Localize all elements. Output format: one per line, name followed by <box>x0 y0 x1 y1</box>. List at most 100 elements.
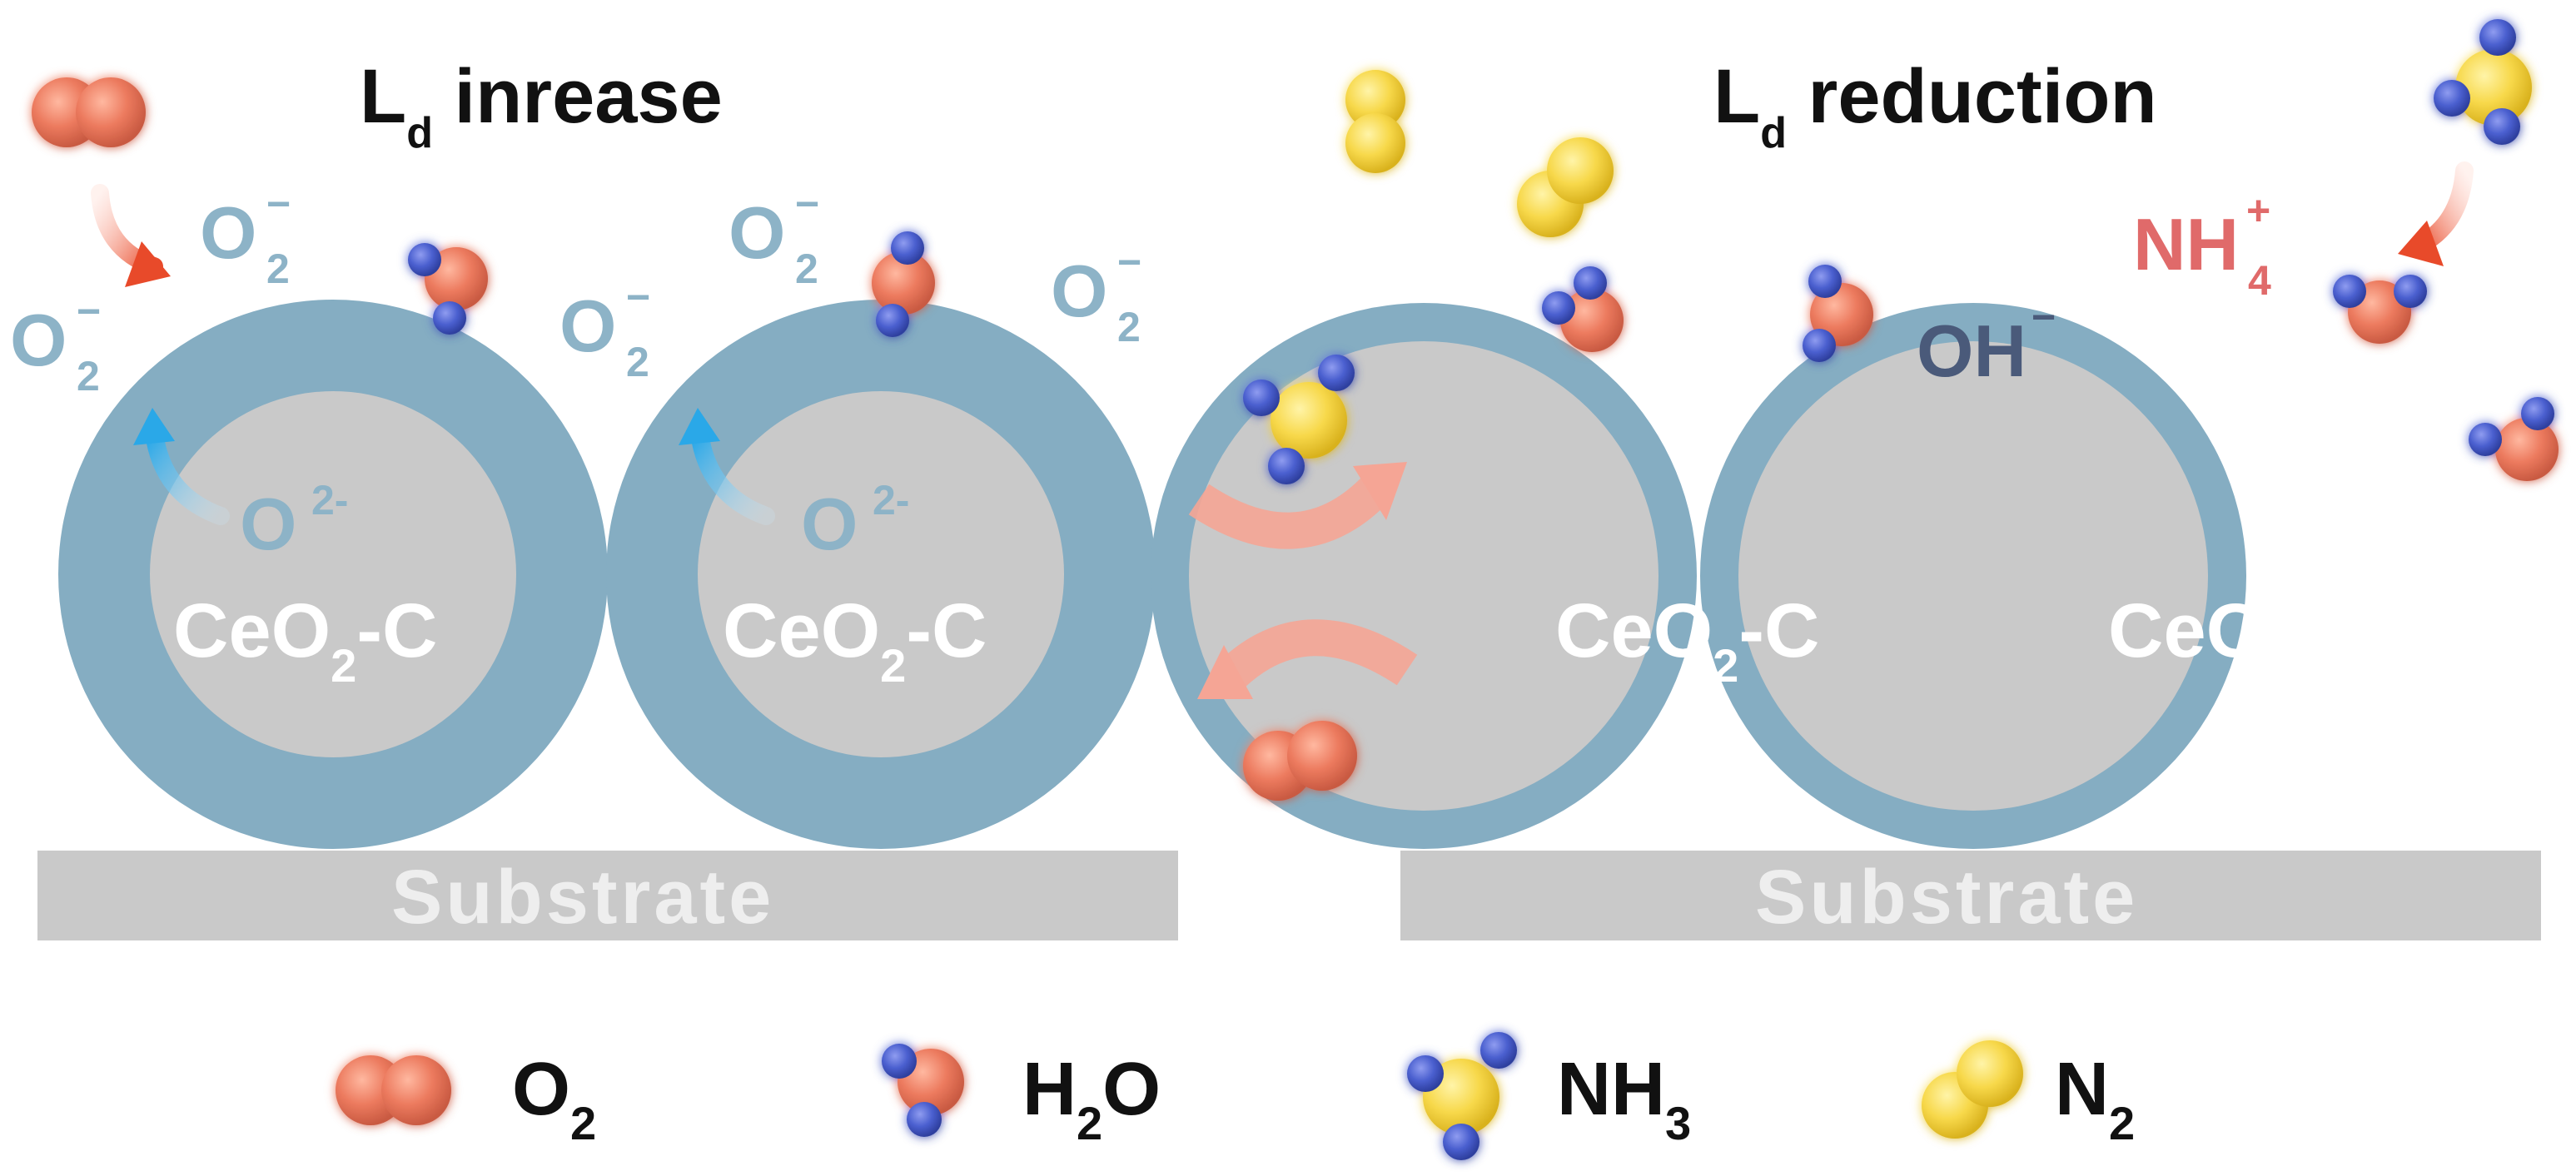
superoxide-1-sub: 2 <box>266 246 290 292</box>
particle-left-2 <box>606 300 1156 849</box>
core-right-1-post: -C <box>1738 588 1820 673</box>
superoxide-1-main: O <box>200 191 257 274</box>
h2o-molecule-left-1 <box>408 243 488 335</box>
legend-h2o-post: O <box>1102 1048 1161 1131</box>
hydroxide-label: OH− <box>1917 296 2056 388</box>
nh3-adsorption-arrowhead <box>2398 221 2444 266</box>
superoxide-1-sup: − <box>266 181 291 227</box>
legend-h2o-label: H2O <box>1022 1052 1161 1147</box>
core-left-1-sub: 2 <box>331 639 357 692</box>
n2-molecule-top <box>1345 70 1405 173</box>
superoxide-2-main: O <box>10 299 67 381</box>
oxide-1-main: O <box>240 483 297 565</box>
legend-o2-main: O <box>512 1048 571 1131</box>
superoxide-4-main: O <box>559 285 617 367</box>
superoxide-2-sub: 2 <box>77 353 100 399</box>
core-right-2-post: -C <box>2291 588 2373 673</box>
legend-nh3-sub: 3 <box>1665 1097 1692 1149</box>
particle-right-1 <box>1151 303 1697 849</box>
legend-o2-sub: 2 <box>570 1097 597 1149</box>
ammonium-sub: 4 <box>2248 257 2271 304</box>
oxide-2-sup: 2- <box>873 477 910 523</box>
left-title-main: L <box>360 54 407 139</box>
superoxide-2-sup: − <box>77 288 102 335</box>
ammonium-main: NH <box>2133 203 2240 285</box>
core-right-2-sub: 2 <box>2265 639 2292 692</box>
right-title-rest: reduction <box>1786 54 2157 139</box>
right-title-sub: d <box>1760 109 1787 157</box>
superoxide-4-sup: − <box>626 274 651 320</box>
core-left-1-pre: CeO <box>173 588 331 673</box>
core-right-1-sub: 2 <box>1713 639 1739 692</box>
hydroxide-main: OH <box>1917 310 2026 392</box>
n2-molecule-middle <box>1517 137 1614 237</box>
superoxide-5-sub: 2 <box>1117 304 1141 350</box>
legend-n2-icon <box>1922 1040 2023 1139</box>
right-panel-title: Ld reduction <box>1713 58 2157 155</box>
legend-n2-sub: 2 <box>2109 1097 2136 1149</box>
h2o-molecule-right-3 <box>2333 275 2427 344</box>
core-left-2-sub: 2 <box>880 639 907 692</box>
substrate-label-left: Substrate <box>391 855 775 940</box>
forward-reaction-arrow <box>1188 462 1407 549</box>
oxide-1-sup: 2- <box>311 477 349 523</box>
h2o-molecule-right-2 <box>1803 265 1873 362</box>
superoxide-3-main: O <box>729 191 786 274</box>
core-label-right-1: CeO2-C <box>1555 593 1819 689</box>
particle-right-2 <box>1700 303 2246 849</box>
superoxide-3-sub: 2 <box>795 246 818 292</box>
o2-molecule-center <box>1243 721 1357 801</box>
legend-o2-label: O2 <box>512 1052 596 1147</box>
hydroxide-sup: − <box>2031 294 2056 340</box>
core-label-left-2: CeO2-C <box>723 593 987 689</box>
left-title-rest: inrease <box>432 54 723 139</box>
left-panel-title: Ld inrease <box>360 58 723 155</box>
h2o-molecule-left-2 <box>872 231 935 337</box>
h2o-molecule-right-4 <box>2469 397 2559 481</box>
right-title-main: L <box>1713 54 1761 139</box>
legend-o2-icon <box>336 1055 451 1125</box>
legend-h2o-sub: 2 <box>1077 1097 1103 1149</box>
left-title-sub: d <box>406 109 433 157</box>
oxide-2-main: O <box>801 483 858 565</box>
o2-molecule-top-left <box>32 77 146 147</box>
legend-n2-main: N <box>2055 1048 2109 1131</box>
nh3-molecule-top-right <box>2434 19 2532 145</box>
particle-left-1 <box>58 300 608 849</box>
core-label-right-2: CeO2-C <box>2108 593 2372 689</box>
o2-adsorption-arrowhead <box>125 241 171 287</box>
legend-nh3-icon <box>1407 1032 1517 1160</box>
legend-nh3-main: NH <box>1557 1048 1665 1131</box>
substrate-right <box>1400 851 2541 940</box>
core-right-2-pre: CeO <box>2108 588 2266 673</box>
reverse-reaction-arrow <box>1197 619 1418 699</box>
core-left-1-post: -C <box>356 588 438 673</box>
legend-h2o-icon <box>882 1044 964 1137</box>
core-left-2-pre: CeO <box>723 588 881 673</box>
oxide-migration-arrow-2 <box>690 424 775 525</box>
legend-h2o-main: H <box>1022 1048 1077 1131</box>
oxide-migration-arrow-1 <box>145 424 230 525</box>
superoxide-5-main: O <box>1051 250 1108 332</box>
legend-n2-label: N2 <box>2055 1052 2135 1147</box>
legend-nh3-label: NH3 <box>1557 1052 1691 1147</box>
ammonium-sup: + <box>2246 187 2271 234</box>
substrate-left <box>37 851 1178 940</box>
h2o-molecule-right-1 <box>1542 266 1624 352</box>
core-right-1-pre: CeO <box>1555 588 1713 673</box>
superoxide-5-sup: − <box>1117 239 1142 285</box>
core-label-left-1: CeO2-C <box>173 593 437 689</box>
nh3-molecule-center <box>1243 355 1355 484</box>
superoxide-4-sub: 2 <box>626 339 649 385</box>
core-left-2-post: -C <box>906 588 987 673</box>
oxide-migration-arrowhead-2 <box>679 408 720 445</box>
